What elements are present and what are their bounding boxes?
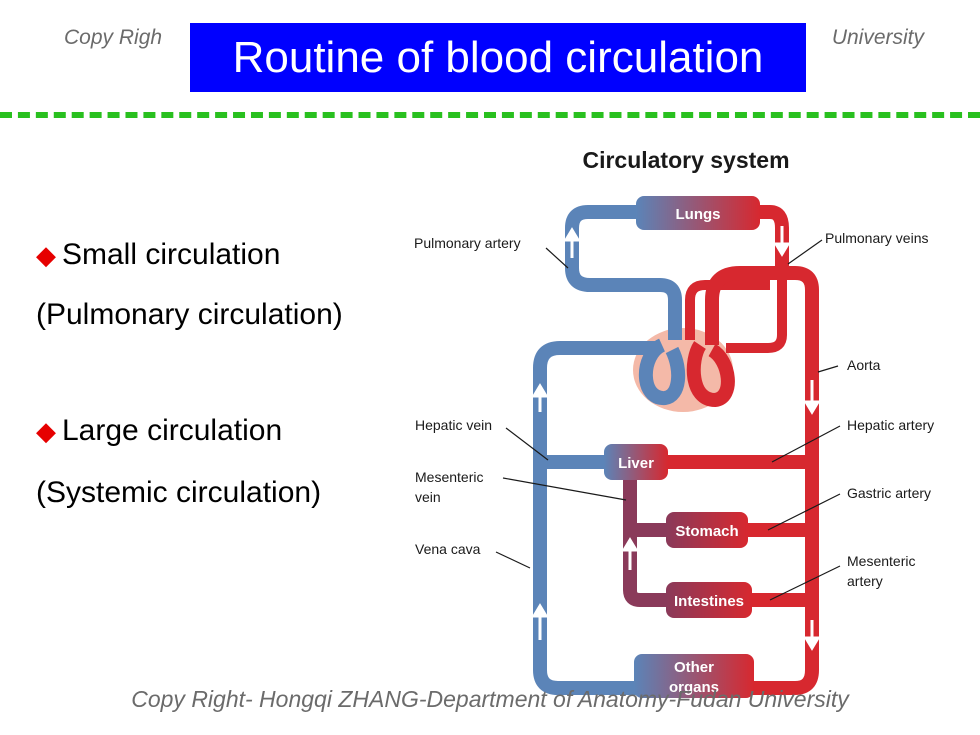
slide-title: Routine of blood circulation <box>190 23 806 92</box>
intestines-box <box>666 582 752 618</box>
bullet-label: (Pulmonary circulation) <box>36 298 343 331</box>
header-copyright-left: Copy Righ <box>64 26 163 49</box>
portal-vein-vessel <box>623 478 668 607</box>
bullet-pulmonary-circulation: (Pulmonary circulation) <box>36 298 343 332</box>
other-organs-box <box>634 654 754 698</box>
pulmonary-vein-inner <box>685 280 770 340</box>
pulmonary-vein-loop <box>726 268 787 353</box>
intestines-label: Intestines <box>674 593 744 610</box>
label-hepatic-artery: Hepatic artery <box>847 417 934 433</box>
liver-label: Liver <box>618 455 654 472</box>
label-pulmonary-veins: Pulmonary veins <box>825 230 929 246</box>
bullet-label: (Systemic circulation) <box>36 476 322 509</box>
lungs-label: Lungs <box>676 206 721 223</box>
stomach-box <box>666 512 748 548</box>
arrow-up-icon <box>531 603 549 618</box>
pulmonary-veins-vessel <box>760 205 789 268</box>
arrow-down-icon <box>803 400 821 415</box>
arrow-down-icon <box>773 242 791 257</box>
bullet-small-circulation: ◆Small circulation <box>36 238 280 272</box>
pulmonary-artery-vessel <box>565 205 682 340</box>
label-vena-cava: Vena cava <box>415 541 481 557</box>
label-gastric-artery: Gastric artery <box>847 485 931 501</box>
aorta-vessel <box>705 266 819 695</box>
diamond-bullet-icon: ◆ <box>36 240 56 270</box>
diamond-bullet-icon: ◆ <box>36 416 56 446</box>
other-organs-label-1: Other <box>674 659 714 676</box>
diagram-title: Circulatory system <box>582 147 789 173</box>
dashed-divider <box>0 112 980 118</box>
label-hepatic-vein: Hepatic vein <box>415 417 492 433</box>
stomach-label: Stomach <box>675 523 738 540</box>
label-mesenteric-vein-1: Mesenteric <box>415 469 483 485</box>
bullet-large-circulation: ◆Large circulation <box>36 414 282 448</box>
label-mesenteric-vein-2: vein <box>415 489 441 505</box>
label-mesenteric-artery-1: Mesenteric <box>847 553 915 569</box>
arrow-down-icon <box>803 636 821 651</box>
circulatory-system-diagram: Circulatory system Lungs Liver Stomach I… <box>414 147 934 698</box>
heart-right-side <box>638 338 686 405</box>
flow-arrows <box>531 226 821 651</box>
bullet-systemic-circulation: (Systemic circulation) <box>36 476 321 510</box>
arrow-up-icon <box>531 383 549 398</box>
liver-box <box>604 444 668 480</box>
bullet-label: Small circulation <box>62 238 281 271</box>
label-mesenteric-artery-2: artery <box>847 573 883 589</box>
arrow-up-icon <box>621 537 639 552</box>
footer-copyright: Copy Right- Hongqi ZHANG-Department of A… <box>131 686 849 712</box>
vena-cava-vessel <box>533 341 655 695</box>
lungs-box <box>636 196 760 230</box>
header-copyright: Copy Righ University <box>64 26 924 50</box>
bullet-label: Large circulation <box>62 414 283 447</box>
label-pulmonary-artery: Pulmonary artery <box>414 235 521 251</box>
other-organs-label-2: organs <box>669 679 719 696</box>
label-aorta: Aorta <box>847 357 881 373</box>
header-copyright-right: University <box>831 26 924 49</box>
arrow-up-icon <box>563 227 581 242</box>
heart-left-side <box>686 341 735 408</box>
leader-lines <box>495 239 841 601</box>
